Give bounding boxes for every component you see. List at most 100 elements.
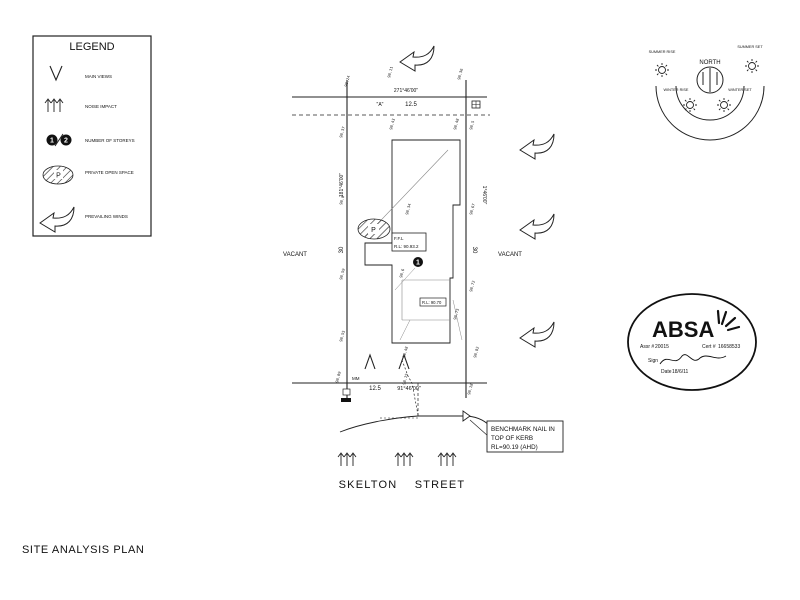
winter-rise-label: WINTER RISE bbox=[664, 88, 689, 92]
meter-symbol: MM bbox=[341, 376, 360, 402]
wind-arrow-icon bbox=[519, 213, 555, 240]
date-label: Date bbox=[661, 369, 672, 375]
benchmark-icon bbox=[462, 410, 471, 422]
spot-level: 90.24 bbox=[343, 74, 351, 87]
compass: NORTH SUMMER RISE SUMMER SET WINTER RISE… bbox=[649, 45, 765, 141]
signature-icon bbox=[659, 354, 727, 365]
driveway bbox=[339, 359, 491, 433]
private-open-space-icon: P bbox=[42, 165, 74, 185]
top-length: 12.5 bbox=[405, 102, 417, 108]
street-word-1: SKELTON bbox=[339, 479, 398, 491]
spot-level: 90.09 bbox=[334, 370, 342, 383]
rl-box-value: R.L: 90.70 bbox=[422, 300, 442, 305]
spot-level: 90.72 bbox=[468, 280, 476, 292]
storey-marker-number: 1 bbox=[416, 260, 420, 267]
spot-level: 90.8 bbox=[338, 194, 345, 205]
ffl-label: F.F.L bbox=[394, 236, 404, 241]
ffl-value: R.L: 90.93.2 bbox=[394, 244, 419, 249]
spot-level: 90.36 bbox=[456, 67, 464, 80]
spot-level: 90.55 bbox=[338, 330, 346, 342]
pos-area-letter: P bbox=[371, 227, 376, 234]
date-value: 18/6/11 bbox=[672, 369, 689, 375]
winter-set-label: WINTER SET bbox=[728, 88, 752, 92]
absa-logo-text: ABSA bbox=[652, 317, 714, 342]
sun-icon bbox=[744, 58, 760, 74]
view-marker-icon bbox=[364, 354, 376, 370]
left-length: 30 bbox=[339, 246, 345, 253]
summer-set-label: SUMMER SET bbox=[737, 45, 763, 49]
spot-level: 90.37 bbox=[338, 126, 346, 138]
cert-label: Cert # bbox=[702, 344, 716, 350]
wind-arrow-icon bbox=[399, 45, 435, 72]
mm-label: MM bbox=[352, 376, 360, 381]
noise-arrow-icon bbox=[394, 452, 414, 467]
noise-impact-icon bbox=[44, 98, 64, 113]
storey-marker: 1 bbox=[413, 257, 423, 267]
wind-arrow-icon bbox=[519, 133, 555, 160]
right-length: 30 bbox=[471, 247, 477, 254]
spot-levels: 90.24 90.11 90.36 90.43 90.48 90.5 90.37… bbox=[334, 65, 480, 395]
absa-sunburst-icon bbox=[716, 309, 741, 332]
storey-count-icon: 1 2 bbox=[46, 133, 72, 147]
plan-title: SITE ANALYSIS PLAN bbox=[22, 544, 144, 556]
benchmark: BENCHMARK NAIL IN TOP OF KERB RL=90.19 (… bbox=[462, 410, 564, 453]
easement-label: "A" bbox=[377, 102, 384, 108]
storey-one-glyph: 1 bbox=[50, 138, 54, 145]
sun-icon bbox=[716, 97, 732, 113]
spot-level: 90.75 bbox=[452, 308, 460, 320]
spot-level: 90.15 bbox=[401, 373, 409, 385]
legend-item-storeys: NUMBER OF STOREYS bbox=[85, 138, 135, 143]
sun-icon bbox=[654, 62, 670, 78]
spot-level: 90.6 bbox=[398, 267, 405, 278]
legend-box bbox=[32, 35, 152, 237]
site-boundary bbox=[292, 80, 490, 398]
sun-icon bbox=[682, 97, 698, 113]
pos-letter: P bbox=[56, 173, 61, 180]
bottom-length: 12.5 bbox=[369, 386, 381, 392]
sign-label: Sign bbox=[648, 358, 658, 364]
bottom-bearing: 91°46'00" bbox=[397, 386, 421, 392]
spot-level: 90.18 bbox=[466, 382, 474, 395]
left-bearing: 181°46'00" bbox=[339, 173, 345, 197]
legend-title: LEGEND bbox=[69, 41, 114, 53]
spot-level: 90.5 bbox=[468, 120, 475, 130]
north-label: NORTH bbox=[699, 60, 720, 66]
spot-level: 90.43 bbox=[388, 118, 396, 130]
noise-arrow-icon bbox=[437, 452, 457, 467]
summer-rise-label: SUMMER RISE bbox=[649, 50, 676, 54]
legend: LEGEND MAIN VIEWS NOISE IMPACT 1 2 NUMBE… bbox=[32, 35, 152, 237]
benchmark-line1: BENCHMARK NAIL IN bbox=[491, 426, 555, 433]
street-word-2: STREET bbox=[415, 479, 466, 491]
vacant-right: VACANT bbox=[498, 252, 522, 258]
legend-item-pos: PRIVATE OPEN SPACE bbox=[85, 170, 134, 175]
cert-number: 16658533 bbox=[718, 344, 740, 350]
legend-item-noise-impact: NOISE IMPACT bbox=[85, 104, 117, 109]
benchmark-line3: RL=90.19 (AHD) bbox=[491, 444, 538, 451]
vacant-left: VACANT bbox=[283, 252, 307, 258]
storey-two-glyph: 2 bbox=[64, 138, 68, 145]
spot-level: 90.48 bbox=[401, 345, 409, 358]
right-bearing: 1°46'00" bbox=[481, 186, 487, 205]
benchmark-line2: TOP OF KERB bbox=[491, 435, 533, 442]
spot-level: 90.11 bbox=[386, 65, 394, 78]
assr-label: Assr # bbox=[640, 344, 654, 350]
legend-item-main-views: MAIN VIEWS bbox=[85, 74, 112, 79]
top-bearing: 271°46'00" bbox=[394, 88, 418, 94]
legend-item-winds: PREVAILING WINDS bbox=[85, 214, 128, 219]
spot-level: 90.59 bbox=[338, 267, 346, 280]
street-noise-arrows bbox=[337, 452, 457, 467]
rl-box: R.L: 90.70 bbox=[419, 297, 447, 307]
spot-level: 90.48 bbox=[452, 117, 460, 130]
absa-stamp: ABSA Assr # 20015 Cert # 16658533 Sign D… bbox=[627, 293, 757, 391]
private-open-space-area: P bbox=[357, 218, 391, 240]
noise-arrow-icon bbox=[337, 452, 357, 467]
main-views-icon bbox=[49, 65, 63, 82]
spot-level: 90.67 bbox=[468, 203, 476, 215]
spot-level: 90.82 bbox=[472, 346, 480, 358]
prevailing-winds-icon bbox=[39, 206, 75, 233]
spot-level: 90.34 bbox=[404, 202, 412, 215]
assr-number: 20015 bbox=[655, 344, 669, 350]
ffl-box: F.F.L R.L: 90.93.2 bbox=[391, 232, 427, 252]
wind-arrow-icon bbox=[519, 321, 555, 348]
